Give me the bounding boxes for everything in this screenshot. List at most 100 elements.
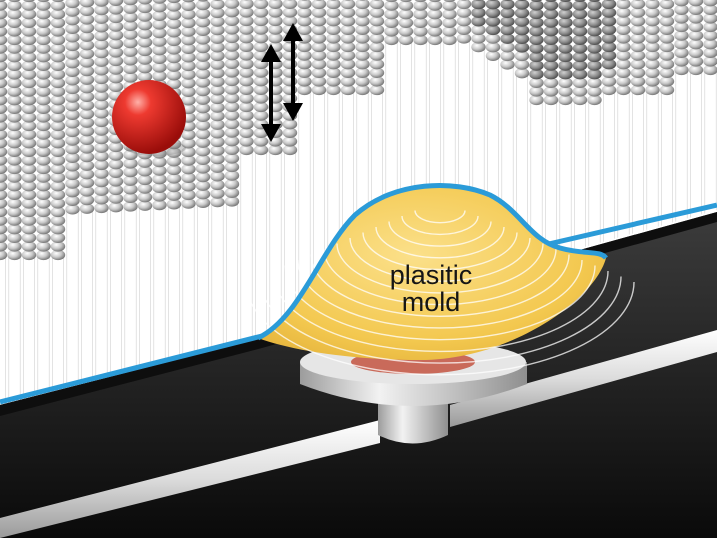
pin-head — [558, 60, 573, 71]
pin-head — [166, 61, 182, 72]
pin-head — [703, 13, 717, 24]
pin-head — [398, 17, 414, 28]
pin-head — [326, 41, 341, 53]
pin-head — [166, 181, 182, 193]
pin-head — [529, 8, 544, 20]
pin-head — [79, 48, 95, 60]
pin-head — [268, 15, 283, 27]
pin-head — [123, 192, 138, 204]
pin-head — [108, 141, 124, 153]
pin-head — [21, 163, 37, 175]
pin-head — [645, 7, 660, 18]
pin-head — [21, 95, 37, 106]
pin-head — [50, 26, 66, 37]
pin-head — [152, 19, 167, 30]
pin-head — [94, 99, 109, 110]
mold-label-line1: plasitic — [390, 260, 473, 290]
pin-head — [210, 162, 225, 173]
pin-head — [601, 67, 617, 78]
pin-head — [65, 14, 80, 26]
pin-head — [0, 189, 8, 200]
pin-head — [50, 172, 66, 183]
pin-head — [253, 84, 269, 95]
pin-head — [152, 27, 167, 39]
pin-head — [645, 59, 660, 70]
pin-head — [21, 34, 37, 46]
pin-head — [21, 129, 37, 140]
pin-head — [326, 0, 341, 10]
pin-head — [616, 24, 631, 35]
pin-head — [369, 67, 385, 78]
pin-head — [485, 50, 501, 61]
pin-head — [7, 181, 22, 192]
pin-head — [181, 172, 196, 183]
pin-head — [50, 60, 66, 71]
pin-head — [21, 206, 37, 218]
pin-head — [79, 74, 95, 85]
pin-head — [7, 86, 22, 97]
pin-head — [36, 155, 51, 166]
pin-head — [630, 7, 646, 18]
pin-head — [79, 151, 95, 163]
pin-head — [50, 112, 66, 123]
pin-head — [253, 144, 269, 156]
pin-head — [65, 75, 80, 86]
pin-head — [94, 82, 109, 93]
pin-head — [94, 0, 109, 7]
pin-head — [282, 136, 298, 147]
pin-head — [471, 7, 486, 18]
pin-head — [369, 16, 385, 27]
pin-head — [7, 112, 22, 123]
pin-head — [543, 60, 559, 71]
pin-head — [427, 0, 443, 11]
pin-head — [587, 43, 602, 54]
pin-head — [587, 17, 602, 28]
pin-head — [543, 34, 559, 45]
pin-head — [166, 35, 182, 47]
pin-head — [572, 26, 588, 37]
pin-head — [413, 17, 428, 28]
pin-head — [224, 84, 240, 95]
pin-head — [94, 108, 109, 119]
pin-head — [239, 0, 254, 9]
pin-head — [587, 34, 602, 45]
pin-head — [645, 33, 660, 44]
pin-head — [253, 110, 269, 121]
pin-head — [50, 77, 66, 89]
pin-head — [79, 40, 95, 51]
pin-head — [79, 100, 95, 111]
pin-head — [471, 0, 486, 10]
pin-head — [65, 40, 80, 52]
pin-head — [181, 146, 196, 158]
pin-head — [7, 138, 22, 149]
pin-head — [340, 59, 356, 70]
pin-head — [703, 39, 717, 50]
pin-head — [36, 138, 51, 149]
pin-head — [703, 4, 717, 15]
pin-head — [616, 59, 631, 70]
pin-head — [587, 69, 602, 80]
pin-head — [0, 69, 8, 80]
pin-head — [239, 76, 254, 87]
pin-head — [253, 24, 269, 35]
pin-head — [79, 91, 95, 103]
pin-head — [645, 84, 660, 96]
pin-head — [224, 161, 240, 173]
pin-head — [21, 224, 37, 235]
pin-head — [21, 215, 37, 226]
pin-head — [21, 52, 37, 63]
pin-head — [50, 52, 66, 63]
pin-head — [529, 43, 544, 54]
pin-head — [21, 146, 37, 157]
pin-head — [572, 8, 588, 20]
pin-head — [36, 181, 51, 192]
pin-head — [224, 170, 240, 181]
pin-head — [108, 4, 124, 15]
pin-head — [21, 77, 37, 89]
pin-head — [79, 134, 95, 146]
pin-head — [195, 103, 211, 114]
pin-head — [427, 26, 443, 37]
pin-head — [500, 50, 515, 62]
pin-head — [674, 21, 689, 33]
